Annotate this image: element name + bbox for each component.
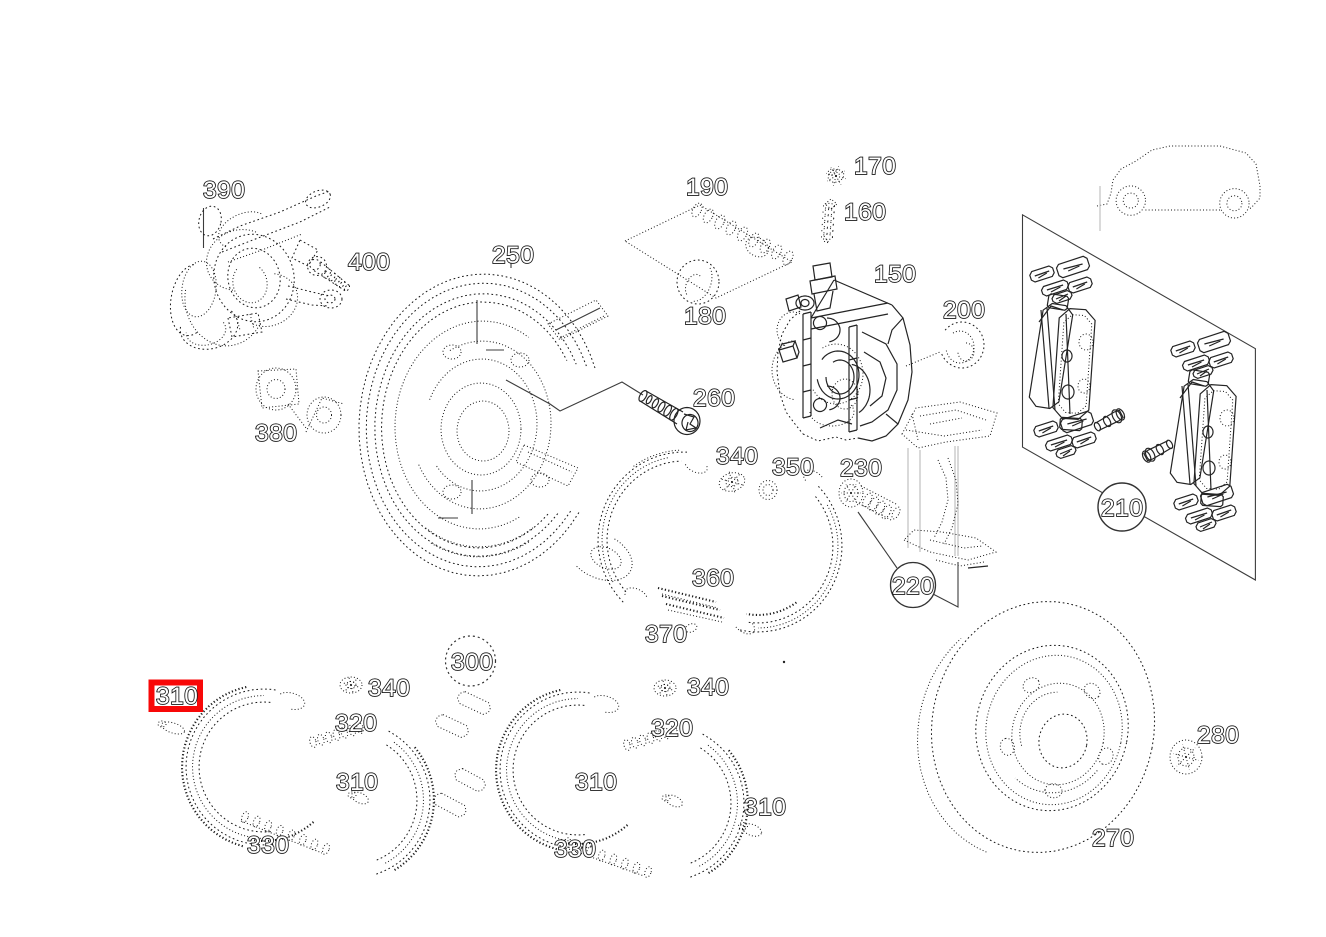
svg-text:340: 340 bbox=[687, 674, 729, 701]
svg-text:270: 270 bbox=[1092, 825, 1134, 852]
svg-text:310: 310 bbox=[744, 794, 786, 821]
svg-text:320: 320 bbox=[651, 715, 693, 742]
svg-text:200: 200 bbox=[943, 297, 985, 324]
svg-text:380: 380 bbox=[255, 420, 297, 447]
svg-text:340: 340 bbox=[368, 675, 410, 702]
svg-text:370: 370 bbox=[645, 621, 687, 648]
svg-text:300: 300 bbox=[451, 649, 493, 676]
svg-text:260: 260 bbox=[693, 385, 735, 412]
svg-text:350: 350 bbox=[772, 454, 814, 481]
svg-text:400: 400 bbox=[348, 249, 390, 276]
svg-text:340: 340 bbox=[716, 443, 758, 470]
svg-text:310: 310 bbox=[336, 769, 378, 796]
svg-text:230: 230 bbox=[840, 455, 882, 482]
svg-text:170: 170 bbox=[854, 153, 896, 180]
svg-text:320: 320 bbox=[335, 710, 377, 737]
svg-text:310: 310 bbox=[156, 683, 198, 710]
svg-text:310: 310 bbox=[575, 769, 617, 796]
svg-text:360: 360 bbox=[692, 565, 734, 592]
svg-text:190: 190 bbox=[686, 174, 728, 201]
svg-text:220: 220 bbox=[892, 573, 934, 600]
svg-text:250: 250 bbox=[492, 242, 534, 269]
svg-text:160: 160 bbox=[844, 199, 886, 226]
svg-text:180: 180 bbox=[684, 303, 726, 330]
svg-text:210: 210 bbox=[1101, 495, 1143, 522]
svg-text:330: 330 bbox=[554, 836, 596, 863]
svg-text:150: 150 bbox=[874, 261, 916, 288]
svg-text:330: 330 bbox=[247, 832, 289, 859]
svg-text:280: 280 bbox=[1197, 722, 1239, 749]
svg-text:390: 390 bbox=[203, 177, 245, 204]
